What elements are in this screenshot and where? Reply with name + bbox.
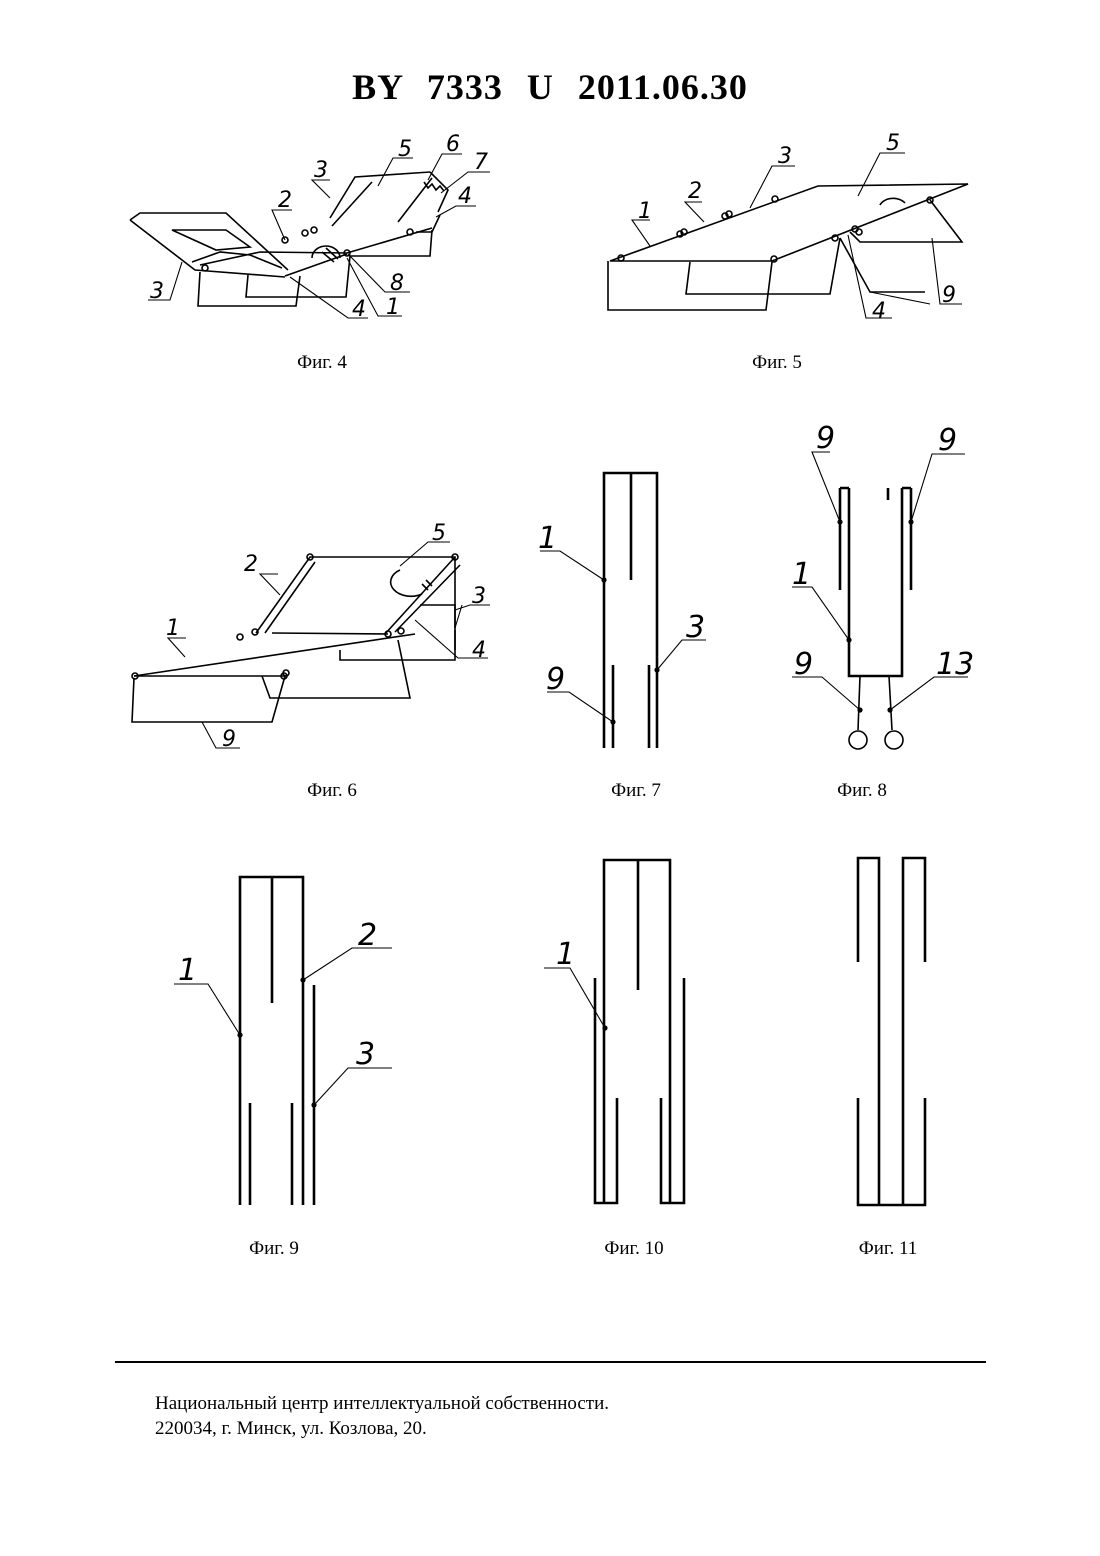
fig8-label-9-bottom: 9 xyxy=(794,647,813,682)
figure-11-drawing xyxy=(858,858,925,1205)
figure-7: 1 3 9 Фиг. 7 xyxy=(538,473,706,801)
fig5-label-1: 1 xyxy=(638,199,652,224)
fig4-label-7: 7 xyxy=(474,150,488,175)
fig5-label-2: 2 xyxy=(688,179,702,204)
fig5-label-3: 3 xyxy=(778,144,792,169)
figure-8-drawing xyxy=(792,452,968,749)
fig5-caption: Фиг. 5 xyxy=(752,352,802,373)
fig11-caption: Фиг. 11 xyxy=(859,1238,918,1259)
fig9-caption: Фиг. 9 xyxy=(249,1238,299,1259)
fig4-label-3-left: 3 xyxy=(150,279,164,304)
figure-5: 5 3 2 1 9 4 Фиг. 5 xyxy=(608,131,968,373)
figure-5-drawing xyxy=(608,153,968,318)
figure-10: 1 Фиг. 10 xyxy=(544,860,684,1259)
fig9-label-2: 2 xyxy=(358,918,377,953)
fig5-label-9: 9 xyxy=(942,283,956,308)
fig6-caption: Фиг. 6 xyxy=(307,780,357,801)
fig8-label-9-left: 9 xyxy=(816,421,835,456)
fig4-label-3-top: 3 xyxy=(314,158,328,183)
footer-divider xyxy=(115,1361,986,1363)
figure-11: Фиг. 11 xyxy=(858,858,925,1259)
fig5-label-5: 5 xyxy=(886,131,900,156)
fig7-label-1: 1 xyxy=(538,521,557,556)
fig8-label-9-right: 9 xyxy=(938,423,957,458)
figure-7-drawing xyxy=(540,473,706,748)
footer-organization: Национальный центр интеллектуальной собс… xyxy=(155,1391,609,1416)
footer: Национальный центр интеллектуальной собс… xyxy=(155,1391,609,1441)
figure-4-drawing xyxy=(130,154,490,318)
fig8-caption: Фиг. 8 xyxy=(837,780,887,801)
fig5-label-4: 4 xyxy=(872,299,886,324)
fig6-label-3: 3 xyxy=(472,584,486,609)
figure-4: 5 6 3 7 2 4 8 3 4 1 Фиг. 4 xyxy=(130,132,490,373)
fig8-label-13: 13 xyxy=(936,647,974,682)
fig8-label-1: 1 xyxy=(792,557,811,592)
fig4-label-1: 1 xyxy=(386,295,400,320)
fig4-caption: Фиг. 4 xyxy=(297,352,347,373)
fig6-label-5: 5 xyxy=(432,521,446,546)
fig6-label-4: 4 xyxy=(472,638,486,663)
fig7-label-9: 9 xyxy=(546,662,565,697)
fig10-caption: Фиг. 10 xyxy=(604,1238,663,1259)
fig4-label-6: 6 xyxy=(446,132,460,157)
fig4-label-2: 2 xyxy=(278,188,292,213)
fig10-label-1: 1 xyxy=(556,937,575,972)
fig4-label-4-bottom: 4 xyxy=(352,297,366,322)
fig7-label-3: 3 xyxy=(686,610,705,645)
footer-address: 220034, г. Минск, ул. Козлова, 20. xyxy=(155,1416,609,1441)
fig6-label-9: 9 xyxy=(222,727,236,752)
fig9-label-3: 3 xyxy=(356,1037,375,1072)
fig9-label-1: 1 xyxy=(178,953,197,988)
fig4-label-8: 8 xyxy=(390,271,404,296)
figure-6: 5 2 3 1 4 9 Фиг. 6 xyxy=(132,521,490,801)
fig6-label-2: 2 xyxy=(244,552,258,577)
fig6-label-1: 1 xyxy=(166,616,180,641)
fig7-caption: Фиг. 7 xyxy=(611,780,661,801)
fig4-label-4-right: 4 xyxy=(458,184,472,209)
figure-10-drawing xyxy=(544,860,684,1203)
figure-8: 9 9 1 9 13 Фиг. 8 xyxy=(792,421,974,801)
figure-6-drawing xyxy=(132,542,490,748)
fig4-label-5: 5 xyxy=(398,137,412,162)
figure-9: 2 1 3 Фиг. 9 xyxy=(174,877,392,1259)
